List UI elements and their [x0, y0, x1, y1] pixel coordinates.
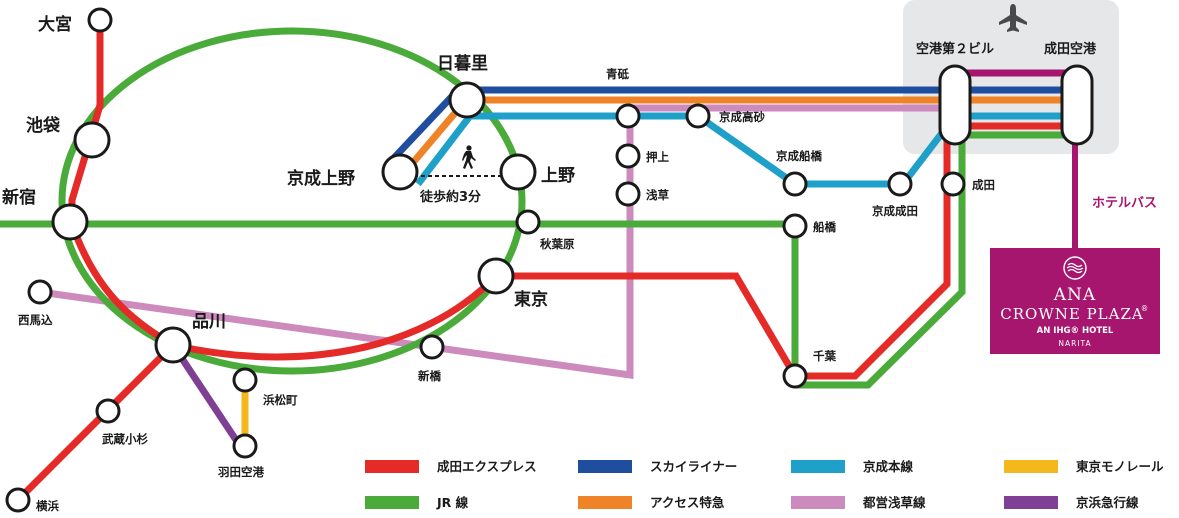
- label-funabashi: 船橋: [813, 220, 836, 234]
- label-haneda: 羽田空港: [218, 465, 264, 479]
- label-omiya: 大宮: [38, 14, 72, 35]
- legend-label: 都営浅草線: [862, 495, 926, 510]
- label-keisei-funabashi: 京成船橋: [776, 149, 822, 163]
- legend-swatch: [791, 460, 845, 473]
- station-nippori[interactable]: [448, 81, 486, 119]
- nex-tokyo-airport-line: [496, 122, 1077, 380]
- station-nishimagome[interactable]: [27, 279, 53, 305]
- hotel-name-line2: CROWNE PLAZA: [1000, 305, 1143, 323]
- station-chiba[interactable]: [782, 363, 808, 389]
- label-keisei-narita: 京成成田: [872, 204, 918, 218]
- nex-yokohama-line: [15, 342, 176, 503]
- legend: 成田エクスプレス スカイライナー 京成本線 東京モノレール JR 線 アクセス特急 都営浅草…: [365, 459, 1164, 510]
- station-yokohama[interactable]: [5, 487, 31, 513]
- legend-item: アクセス特急: [578, 495, 725, 510]
- stations-layer: [5, 7, 1094, 513]
- hotel-box[interactable]: ANA CROWNE PLAZA ® AN IHG® HOTEL NARITA: [990, 248, 1160, 354]
- hotel-name-line1: ANA: [1053, 285, 1096, 305]
- walk-time-label: 徒歩約3分: [419, 189, 481, 205]
- hotel-name-line4: NARITA: [1058, 339, 1091, 348]
- nex-shinagawa-tokyo-line: [172, 273, 499, 361]
- legend-swatch: [578, 496, 632, 509]
- legend-label: JR 線: [436, 495, 469, 510]
- legend-label: 京浜急行線: [1076, 495, 1139, 510]
- station-airport-t2[interactable]: [938, 64, 972, 146]
- label-akihabara: 秋葉原: [540, 237, 575, 251]
- legend-item: JR 線: [365, 495, 469, 510]
- walking-person-icon: [462, 145, 476, 169]
- label-nishimagome: 西馬込: [18, 313, 53, 327]
- jr-chiba-airport-line: [795, 131, 1077, 389]
- legend-item: 東京モノレール: [1004, 459, 1164, 474]
- asakusa-line: [39, 104, 955, 380]
- station-oshiage[interactable]: [615, 143, 641, 169]
- jr-loop-line: [58, 27, 526, 375]
- label-shinagawa: 品川: [192, 312, 226, 332]
- station-omiya[interactable]: [87, 7, 113, 33]
- label-tokyo: 東京: [514, 289, 548, 310]
- label-yokohama: 横浜: [36, 499, 59, 513]
- station-keisei-funabashi[interactable]: [782, 171, 808, 197]
- station-tokyo[interactable]: [477, 257, 515, 295]
- legend-swatch: [365, 460, 419, 473]
- label-musashikosugi: 武蔵小杉: [102, 432, 148, 446]
- station-narita-airport[interactable]: [1060, 64, 1094, 146]
- station-funabashi[interactable]: [782, 213, 808, 239]
- legend-item: 京浜急行線: [1004, 495, 1139, 510]
- legend-label: 京成本線: [863, 459, 914, 474]
- station-ueno[interactable]: [499, 153, 537, 191]
- legend-swatch: [791, 496, 845, 509]
- legend-swatch: [1004, 460, 1058, 473]
- label-asakusa: 浅草: [646, 188, 669, 202]
- station-narita[interactable]: [940, 171, 966, 197]
- label-ikebukuro: 池袋: [26, 115, 61, 136]
- legend-item: 成田エクスプレス: [365, 459, 537, 474]
- label-hamamatsucho: 浜松町: [263, 393, 298, 407]
- nex-shinjuku-shinagawa-line: [68, 222, 175, 349]
- legend-item: 京成本線: [791, 459, 914, 474]
- legend-label: 成田エクスプレス: [437, 459, 537, 474]
- station-keisei-takasago[interactable]: [685, 103, 711, 129]
- station-musashikosugi[interactable]: [95, 398, 121, 424]
- label-shinbashi: 新橋: [418, 369, 441, 383]
- station-aoto[interactable]: [615, 103, 641, 129]
- station-akihabara[interactable]: [515, 209, 541, 235]
- crowne-plaza-wave-logo-icon: [1063, 256, 1087, 280]
- airplane-icon: [999, 4, 1027, 32]
- label-keisei-takasago: 京成高砂: [719, 110, 765, 124]
- label-airport-t2: 空港第２ビル: [916, 41, 994, 57]
- label-narita-airport: 成田空港: [1044, 41, 1097, 57]
- station-hamamatsucho[interactable]: [232, 367, 258, 393]
- station-keisei-narita[interactable]: [887, 171, 913, 197]
- legend-item: スカイライナー: [578, 459, 737, 474]
- keisei-main-line: [415, 112, 958, 188]
- keikyu-line: [170, 343, 243, 448]
- station-asakusa[interactable]: [615, 181, 641, 207]
- label-narita: 成田: [972, 178, 995, 192]
- label-keisei-ueno: 京成上野: [287, 168, 355, 189]
- legend-label: 東京モノレール: [1076, 459, 1164, 474]
- hotel-name-line2-mark: ®: [1141, 304, 1150, 313]
- label-shinjuku: 新宿: [2, 187, 36, 208]
- label-oshiage: 押上: [646, 150, 669, 164]
- station-ikebukuro[interactable]: [73, 121, 111, 159]
- legend-swatch: [1004, 496, 1058, 509]
- station-shinagawa[interactable]: [154, 326, 192, 364]
- legend-label: スカイライナー: [650, 459, 737, 474]
- label-nippori: 日暮里: [437, 53, 488, 74]
- label-aoto: 青砥: [606, 67, 629, 81]
- legend-item: 都営浅草線: [791, 495, 926, 510]
- legend-label: アクセス特急: [650, 495, 725, 510]
- label-ueno: 上野: [541, 166, 575, 186]
- station-haneda[interactable]: [232, 433, 258, 459]
- legend-swatch: [578, 460, 632, 473]
- station-keisei-ueno[interactable]: [381, 153, 419, 191]
- hotel-name-line3: AN IHG® HOTEL: [1037, 326, 1114, 336]
- station-shinbashi[interactable]: [419, 334, 445, 360]
- station-shinjuku[interactable]: [51, 203, 89, 241]
- legend-swatch: [365, 496, 419, 509]
- hotel-bus-label: ホテルバス: [1092, 196, 1157, 211]
- label-chiba: 千葉: [813, 349, 836, 363]
